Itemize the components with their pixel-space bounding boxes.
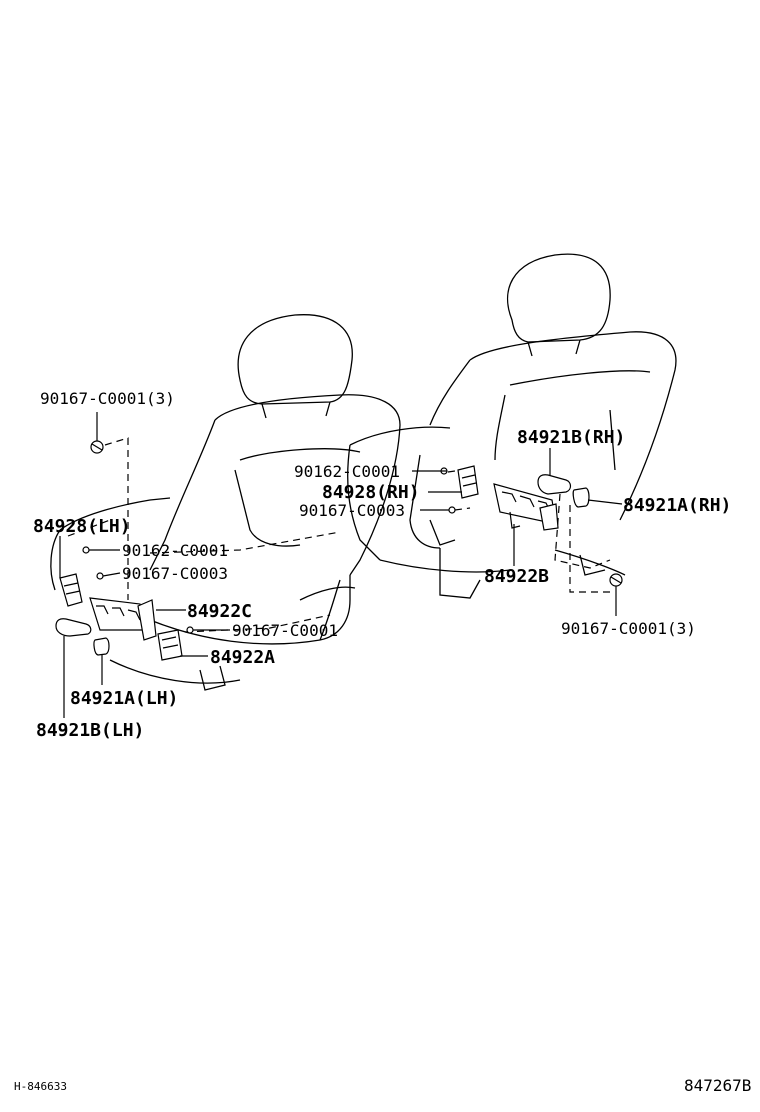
part-bolt-lh bbox=[90, 440, 104, 454]
label-screw-lh-1: 90162-C0001 bbox=[122, 541, 228, 560]
label-knob-b-lh: 84921B(LH) bbox=[36, 720, 144, 741]
label-knob-b-rh: 84921B(RH) bbox=[517, 427, 625, 448]
part-knob-84921b-lh bbox=[55, 618, 92, 637]
label-switch-b: 84922B bbox=[484, 566, 549, 587]
footer-right-code: 847267B bbox=[684, 1076, 751, 1095]
label-bolt-lh-qty: 90167-C0001(3) bbox=[40, 389, 175, 408]
part-switch-84922c bbox=[89, 597, 157, 641]
label-bracket-lh: 84928(LH) bbox=[33, 516, 131, 537]
leader-lines bbox=[59, 412, 623, 718]
part-switch-84922a bbox=[157, 629, 183, 661]
part-screw-lh-1 bbox=[82, 546, 90, 554]
left-seat-outline bbox=[50, 314, 401, 691]
part-switch-84922b bbox=[493, 483, 559, 531]
label-screw-lh-3: 90167-C0001 bbox=[232, 621, 338, 640]
part-knob-84921b-rh bbox=[537, 474, 572, 495]
label-screw-rh-1: 90162-C0001 bbox=[294, 462, 400, 481]
part-bracket-84928-rh bbox=[457, 465, 479, 499]
part-bracket-84928-lh bbox=[59, 573, 83, 607]
part-screw-lh-3 bbox=[186, 626, 194, 634]
label-knob-a-lh: 84921A(LH) bbox=[70, 688, 178, 709]
label-screw-lh-2: 90167-C0003 bbox=[122, 564, 228, 583]
part-knob-84921a-lh bbox=[93, 637, 110, 656]
label-switch-c: 84922C bbox=[187, 601, 252, 622]
part-knob-84921a-rh bbox=[572, 487, 590, 508]
label-screw-rh-2: 90167-C0003 bbox=[299, 501, 405, 520]
label-bolt-rh-qty: 90167-C0001(3) bbox=[561, 619, 696, 638]
part-screw-lh-2 bbox=[96, 572, 104, 580]
label-knob-a-rh: 84921A(RH) bbox=[623, 495, 731, 516]
right-seat-outline bbox=[347, 253, 677, 599]
label-bracket-rh: 84928(RH) bbox=[322, 482, 420, 503]
dashed-reference-lines bbox=[67, 437, 612, 633]
footer-left-code: H-846633 bbox=[14, 1080, 67, 1093]
callout-labels: 90167-C0001(3) 84928(LH) 90162-C0001 901… bbox=[33, 389, 731, 741]
label-switch-a: 84922A bbox=[210, 647, 275, 668]
part-bolt-rh bbox=[609, 573, 623, 587]
part-screw-rh-2 bbox=[448, 506, 456, 514]
